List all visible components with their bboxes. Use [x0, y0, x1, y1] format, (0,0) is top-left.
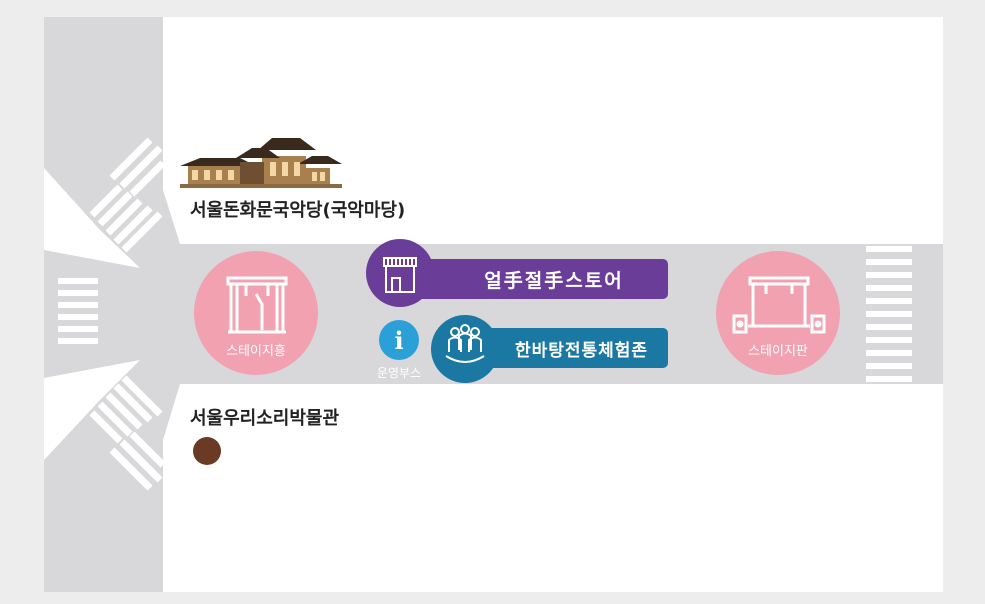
crosswalk-lower [89, 375, 166, 491]
store-booth-background [400, 259, 668, 299]
stage-left-label[interactable]: 스테이지흥 [226, 344, 286, 359]
road-islands [44, 168, 140, 460]
store-booth-icon-circle [366, 239, 434, 307]
store-booth-label[interactable]: 얼手절手스토어 [484, 269, 624, 292]
info-icon-circle [379, 320, 419, 360]
gugak-hall-label: 서울돈화문국악당(국악마당) [190, 200, 406, 221]
stage-left-icon [226, 276, 288, 334]
info-booth-label: 운영부스 [376, 366, 422, 380]
experience-booth-background [460, 328, 668, 368]
museum-marker [193, 437, 221, 465]
crosswalk-left [58, 278, 98, 344]
gugak-hall-building-icon [180, 138, 342, 188]
crosswalk-upper [89, 137, 166, 253]
crosswalk-right [866, 246, 912, 382]
stage-right-icon [732, 276, 826, 334]
stage-right-label[interactable]: 스테이지판 [748, 344, 808, 359]
experience-booth-label[interactable]: 한바탕전통체험존 [514, 340, 649, 361]
people-icon [445, 324, 485, 363]
info-icon[interactable]: i [394, 325, 404, 355]
museum-label: 서울우리소리박물관 [190, 408, 340, 429]
shop-icon [383, 257, 417, 293]
experience-booth-icon-circle [431, 315, 499, 383]
